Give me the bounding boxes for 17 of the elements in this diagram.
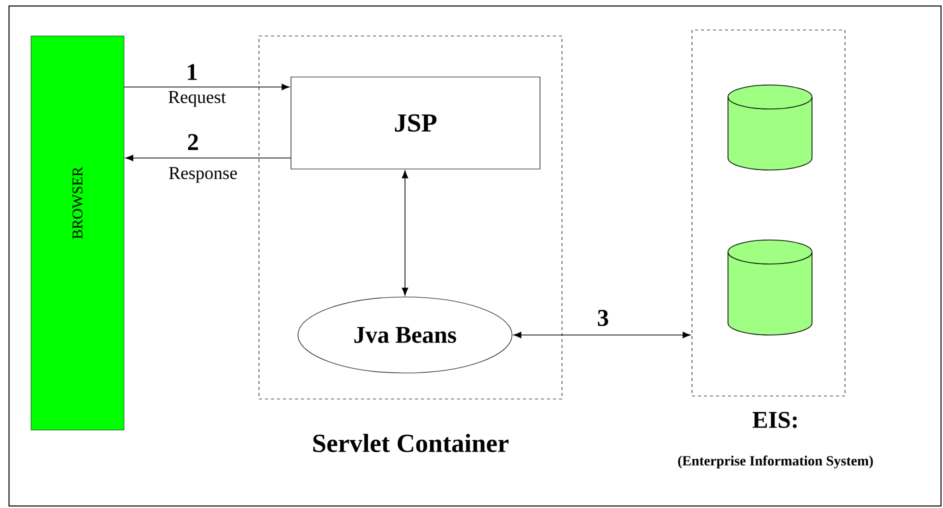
edge-label: 1: [188, 64, 197, 80]
edge-label: 3: [598, 310, 608, 326]
arrow-label: Response: [169, 167, 237, 183]
node-label: EIS:: [752, 412, 797, 428]
arrow: [125, 154, 292, 162]
arrow: [402, 170, 408, 296]
browser-bar: BROWSER: [30, 36, 124, 430]
arrow: [514, 332, 690, 338]
container-box: EIS: (Enterprise Information System): [678, 30, 873, 468]
arrow-label: Request: [168, 91, 226, 107]
process-box: JSP: [290, 76, 540, 170]
node-label: Servlet Container: [313, 434, 509, 452]
edge-label: 2: [188, 134, 198, 150]
database-cylinder: [728, 240, 812, 336]
arrow: [124, 84, 290, 90]
database-cylinder: [728, 84, 812, 170]
node-label: (Enterprise Information System): [678, 456, 873, 468]
